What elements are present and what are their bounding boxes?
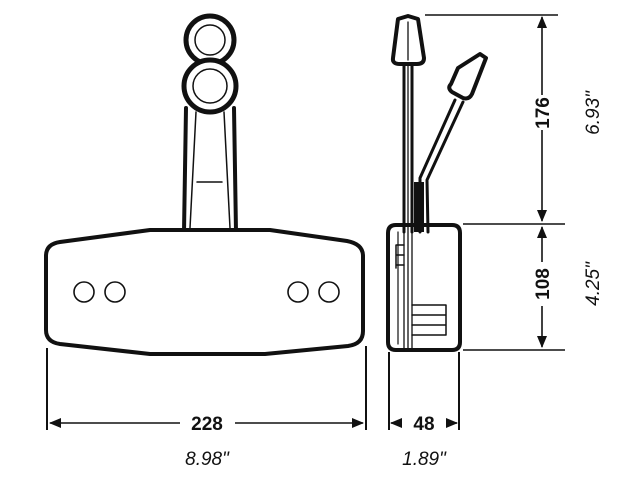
hole-icon [287, 281, 309, 303]
width-mm-label: 228 [191, 414, 223, 435]
box-height-mm-label: 108 [533, 268, 554, 300]
front-view [44, 13, 365, 356]
lever-height-mm-label: 176 [533, 97, 554, 129]
hole-icon [318, 281, 340, 303]
base-plate [44, 228, 365, 356]
hole-icon [104, 281, 126, 303]
angled-lever-knob-icon [447, 52, 488, 101]
depth-mm-label: 48 [413, 414, 434, 435]
lever-knob-icon [181, 13, 239, 115]
lever-height-inch-label: 6.93" [583, 90, 604, 135]
side-box [386, 223, 462, 352]
width-inch-label: 8.98" [185, 449, 230, 470]
side-view [386, 14, 488, 352]
depth-inch-label: 1.89" [402, 449, 447, 470]
box-height-inch-label: 4.25" [583, 261, 604, 306]
dimension-lines [46, 14, 565, 430]
hole-icon [73, 281, 95, 303]
lever-shaft [182, 106, 238, 234]
mounting-holes [73, 281, 340, 303]
